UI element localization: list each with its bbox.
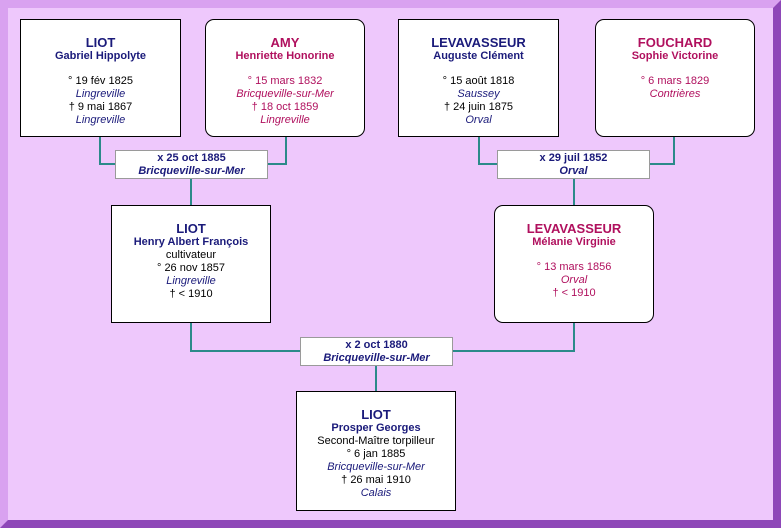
person-box-subject[interactable]: LIOT Prosper Georges Second-Maître torpi…	[296, 391, 456, 511]
birth-date: ° 6 jan 1885	[346, 448, 406, 460]
given-names: Prosper Georges	[331, 422, 421, 434]
given-names: Henriette Honorine	[235, 50, 335, 62]
person-box[interactable]: FOUCHARD Sophie Victorine ° 6 mars 1829 …	[595, 19, 755, 137]
connector-line	[573, 178, 575, 206]
surname: LEVAVASSEUR	[526, 221, 622, 236]
birth-place: Lingreville	[166, 275, 216, 287]
surname: LIOT	[85, 35, 116, 50]
person-box[interactable]: LEVAVASSEUR Auguste Clément ° 15 août 18…	[398, 19, 559, 137]
death-place: Calais	[360, 487, 392, 499]
given-names: Auguste Clément	[433, 50, 524, 62]
connector-line	[478, 136, 480, 164]
occupation: Second-Maître torpilleur	[317, 435, 435, 447]
birth-place: Bricqueville-sur-Mer	[236, 88, 334, 100]
connector-line	[190, 322, 192, 351]
birth-place: Saussey	[457, 88, 500, 100]
death-date: † 18 oct 1859	[251, 101, 319, 113]
given-names: Henry Albert François	[133, 236, 249, 248]
given-names: Mélanie Virginie	[532, 236, 616, 248]
marriage-label: x 2 oct 1880 Bricqueville-sur-Mer	[300, 337, 453, 366]
birth-place: Bricqueville-sur-Mer	[327, 461, 425, 473]
connector-line	[375, 365, 377, 392]
birth-date: ° 15 mars 1832	[247, 75, 323, 87]
death-date: † < 1910	[169, 288, 213, 300]
marriage-label: x 29 juil 1852 Orval	[497, 150, 650, 179]
person-box[interactable]: LEVAVASSEUR Mélanie Virginie ° 13 mars 1…	[494, 205, 654, 323]
death-date: † 26 mai 1910	[341, 474, 411, 486]
surname: LIOT	[361, 407, 391, 422]
connector-line	[190, 178, 192, 206]
surname: LEVAVASSEUR	[431, 35, 526, 50]
birth-date: ° 6 mars 1829	[640, 75, 710, 87]
occupation: cultivateur	[165, 249, 217, 261]
person-box[interactable]: LIOT Henry Albert François cultivateur °…	[111, 205, 271, 323]
death-date: † 24 juin 1875	[443, 101, 514, 113]
person-box[interactable]: LIOT Gabriel Hippolyte ° 19 fév 1825 Lin…	[20, 19, 181, 137]
marriage-place: Orval	[559, 165, 588, 177]
person-box[interactable]: AMY Henriette Honorine ° 15 mars 1832 Br…	[205, 19, 365, 137]
marriage-date: x 25 oct 1885	[157, 152, 226, 164]
birth-date: ° 15 août 1818	[442, 75, 515, 87]
surname: FOUCHARD	[637, 35, 713, 50]
death-place: Lingreville	[75, 114, 126, 126]
birth-place: Orval	[560, 274, 588, 286]
death-date: † < 1910	[552, 287, 596, 299]
surname: AMY	[270, 35, 300, 50]
death-place: Lingreville	[260, 114, 310, 126]
connector-line	[673, 136, 675, 164]
connector-line	[99, 136, 101, 164]
marriage-place: Bricqueville-sur-Mer	[138, 165, 245, 177]
birth-date: ° 26 nov 1857	[156, 262, 225, 274]
connector-line	[285, 136, 287, 164]
marriage-place: Bricqueville-sur-Mer	[323, 352, 430, 364]
death-place: Orval	[465, 114, 492, 126]
birth-place: Lingreville	[75, 88, 126, 100]
surname: LIOT	[176, 221, 206, 236]
death-date: † 9 mai 1867	[68, 101, 133, 113]
given-names: Sophie Victorine	[631, 50, 719, 62]
birth-date: ° 13 mars 1856	[536, 261, 612, 273]
marriage-date: x 2 oct 1880	[345, 339, 408, 351]
birth-date: ° 19 fév 1825	[68, 75, 133, 87]
given-names: Gabriel Hippolyte	[54, 50, 147, 62]
connector-line	[573, 322, 575, 351]
marriage-label: x 25 oct 1885 Bricqueville-sur-Mer	[115, 150, 268, 179]
marriage-date: x 29 juil 1852	[539, 152, 608, 164]
birth-place: Contrières	[649, 88, 701, 100]
